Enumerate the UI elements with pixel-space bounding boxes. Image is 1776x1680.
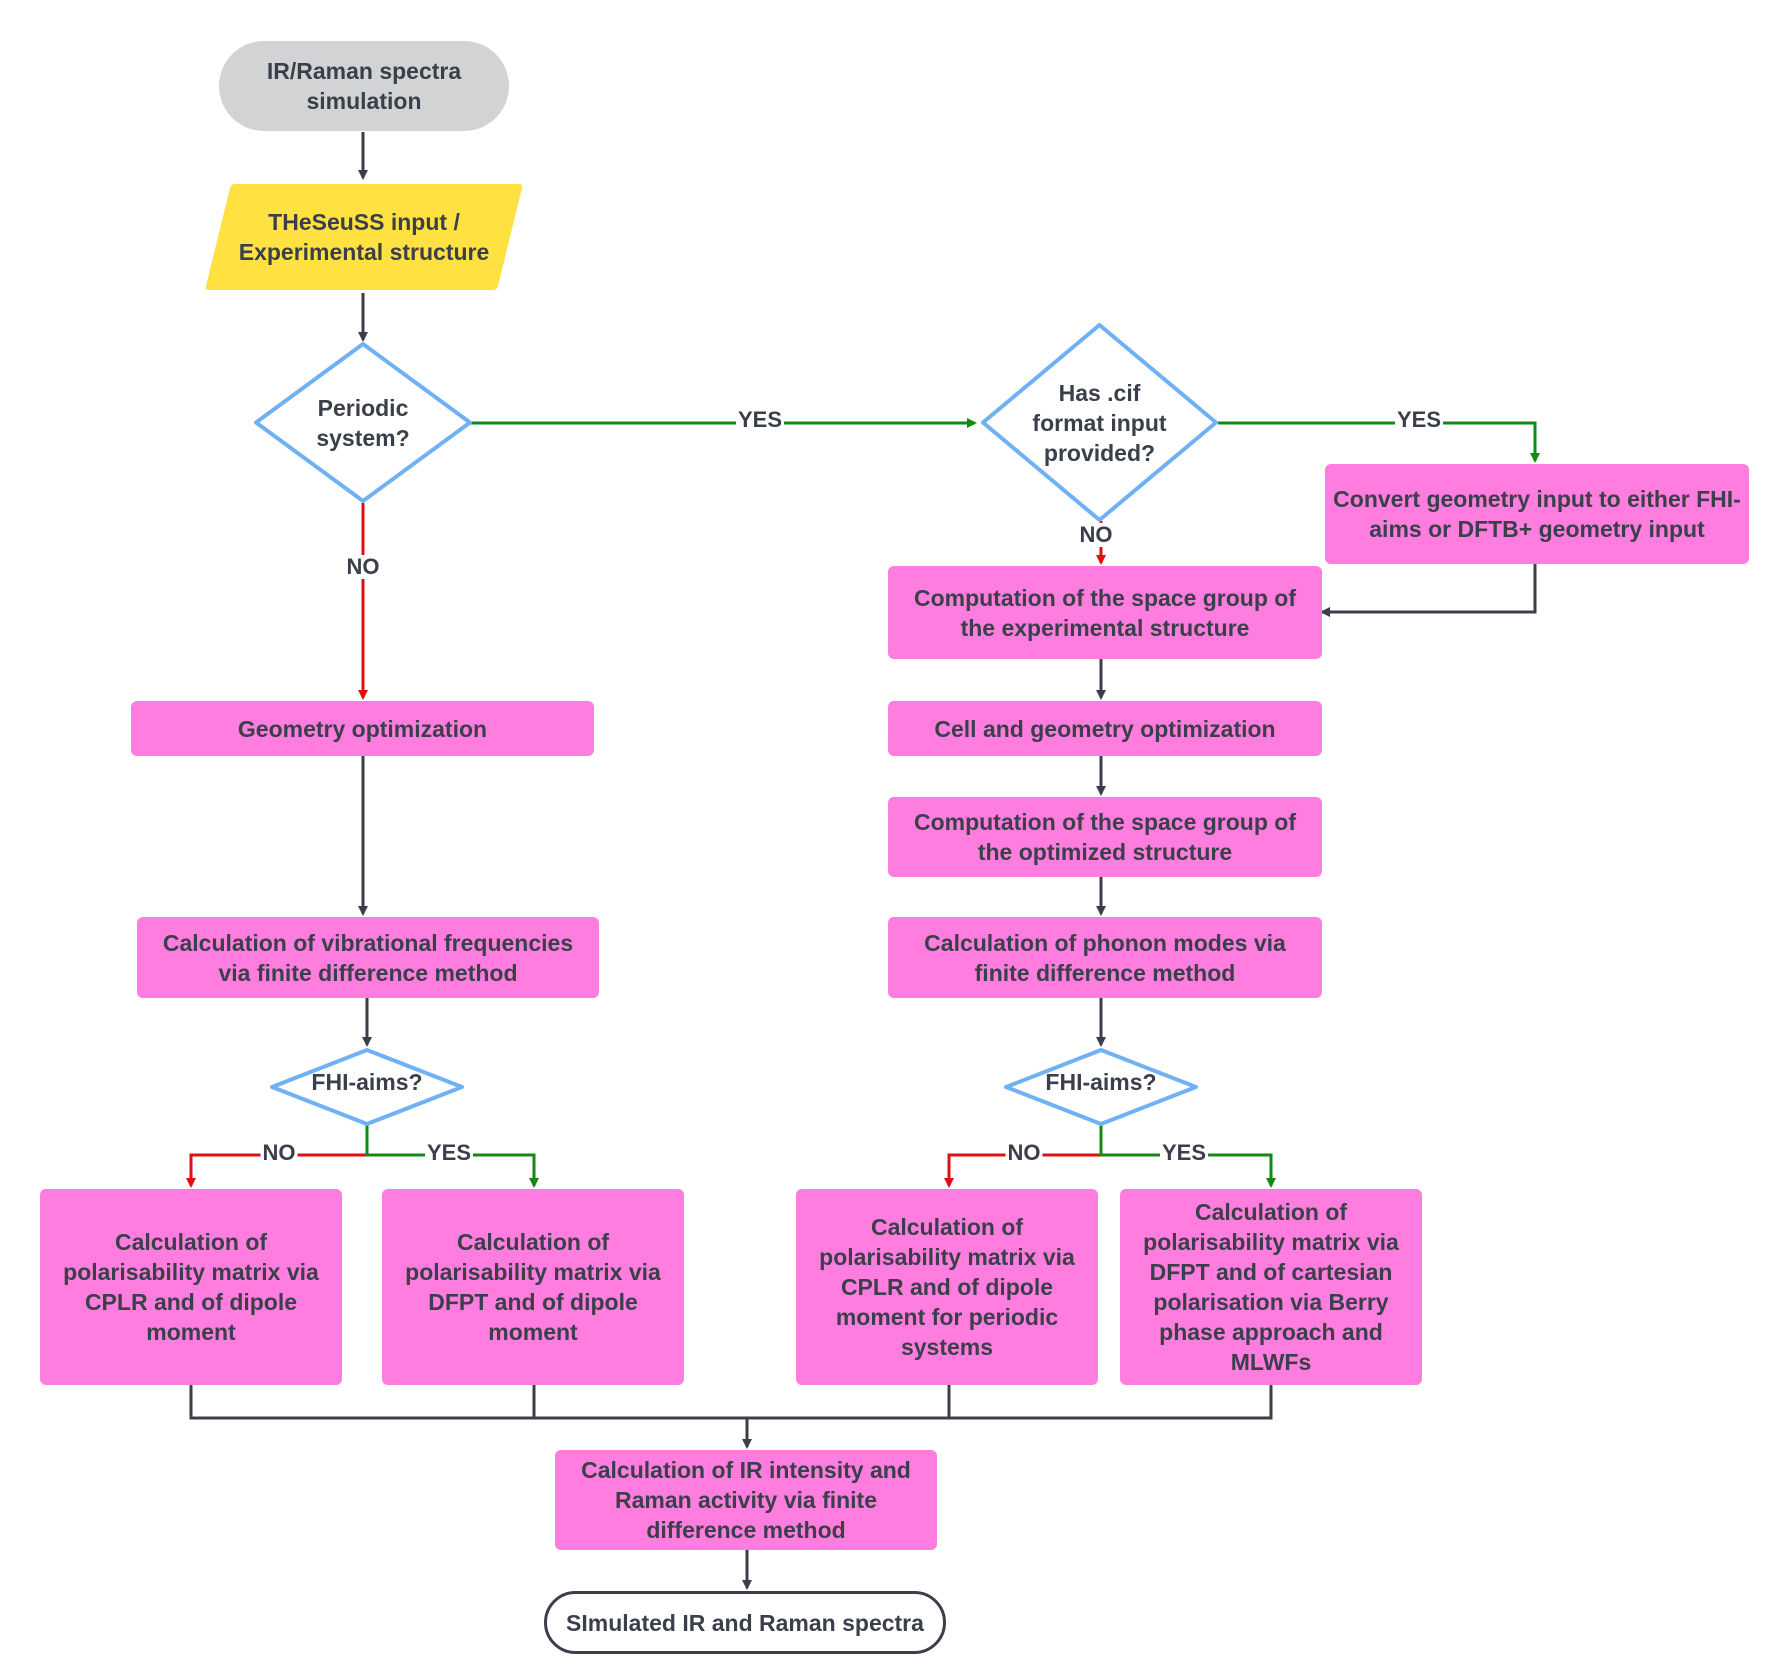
end-label: SImulated IR and Raman spectra bbox=[566, 1609, 924, 1636]
input-parallelogram-shape bbox=[205, 184, 523, 290]
polar-dfpt-berry-step: Calculation of polarisability matrix via… bbox=[1120, 1189, 1422, 1385]
fhi-aims-right-decision: FHI-aims? bbox=[1003, 1047, 1199, 1117]
fhi-aims-right-label: FHI-aims? bbox=[1045, 1069, 1157, 1095]
periodic-decision: Periodic system? bbox=[251, 340, 475, 505]
cif-yes-label: YES bbox=[1394, 407, 1444, 432]
periodic-no-label: NO bbox=[344, 554, 382, 579]
cif-decision-shape bbox=[981, 323, 1218, 522]
start-label: IR/Raman spectra simulation bbox=[266, 58, 462, 114]
ir-raman-calc-label: Calculation of IR intensity and Raman ac… bbox=[581, 1457, 911, 1543]
fhi-aims-right-shape bbox=[1004, 1048, 1198, 1126]
periodic-decision-shape bbox=[254, 342, 472, 503]
periodic-decision-label: Periodic system? bbox=[316, 394, 410, 451]
polar-dfpt-dipole-label: Calculation of polarisability matrix via… bbox=[405, 1229, 661, 1345]
cif-no-label: NO bbox=[1077, 522, 1115, 547]
fhi-aims-left-shape bbox=[270, 1048, 464, 1126]
geometry-optimization-step: Geometry optimization bbox=[131, 701, 594, 756]
cell-geometry-optimization-label: Cell and geometry optimization bbox=[934, 715, 1276, 742]
edge-cif-yes bbox=[1218, 421, 1540, 463]
fhi-aims-left-decision: FHI-aims? bbox=[269, 1047, 465, 1117]
polar-cplr-dipole-step: Calculation of polarisability matrix via… bbox=[40, 1189, 342, 1385]
fhi-aims-left-label: FHI-aims? bbox=[311, 1069, 423, 1095]
right-no-label: NO bbox=[1005, 1140, 1043, 1165]
space-group-optimized-label: Computation of the space group of the op… bbox=[913, 809, 1297, 865]
polar-dfpt-berry-label: Calculation of polarisability matrix via… bbox=[1143, 1199, 1399, 1375]
phonon-modes-step: Calculation of phonon modes via finite d… bbox=[888, 917, 1322, 998]
edge-convert-spacegroup bbox=[1320, 564, 1537, 617]
convert-geometry-label: Convert geometry input to either FHI-aim… bbox=[1333, 486, 1741, 542]
edge-merge bbox=[189, 1385, 1273, 1420]
geometry-optimization-label: Geometry optimization bbox=[237, 715, 488, 742]
input-node: THeSeuSS input / Experimental structure bbox=[203, 181, 525, 293]
space-group-experimental-step: Computation of the space group of the ex… bbox=[888, 566, 1322, 659]
cell-geometry-optimization-step: Cell and geometry optimization bbox=[888, 701, 1322, 756]
space-group-optimized-step: Computation of the space group of the op… bbox=[888, 797, 1322, 877]
cif-decision-label: Has .cif format input provided? bbox=[1032, 379, 1167, 466]
vibrational-frequencies-step: Calculation of vibrational frequencies v… bbox=[137, 917, 599, 998]
convert-geometry-step: Convert geometry input to either FHI-aim… bbox=[1325, 464, 1749, 564]
polar-dfpt-dipole-step: Calculation of polarisability matrix via… bbox=[382, 1189, 684, 1385]
right-yes-label: YES bbox=[1159, 1140, 1209, 1165]
vibrational-frequencies-label: Calculation of vibrational frequencies v… bbox=[162, 929, 574, 986]
cif-decision: Has .cif format input provided? bbox=[978, 321, 1221, 524]
end-terminal: SImulated IR and Raman spectra bbox=[544, 1591, 946, 1654]
polar-cplr-periodic-step: Calculation of polarisability matrix via… bbox=[796, 1189, 1098, 1385]
start-terminal: IR/Raman spectra simulation bbox=[219, 41, 509, 131]
input-label: THeSeuSS input / Experimental structure bbox=[238, 209, 490, 265]
left-yes-label: YES bbox=[424, 1140, 474, 1165]
phonon-modes-label: Calculation of phonon modes via finite d… bbox=[924, 929, 1286, 986]
polar-cplr-dipole-label: Calculation of polarisability matrix via… bbox=[63, 1229, 319, 1345]
left-no-label: NO bbox=[260, 1140, 298, 1165]
ir-raman-calc-step: Calculation of IR intensity and Raman ac… bbox=[555, 1450, 937, 1550]
polar-cplr-periodic-label: Calculation of polarisability matrix via… bbox=[819, 1214, 1075, 1360]
space-group-experimental-label: Computation of the space group of the ex… bbox=[913, 584, 1297, 641]
periodic-yes-label: YES bbox=[735, 407, 785, 432]
